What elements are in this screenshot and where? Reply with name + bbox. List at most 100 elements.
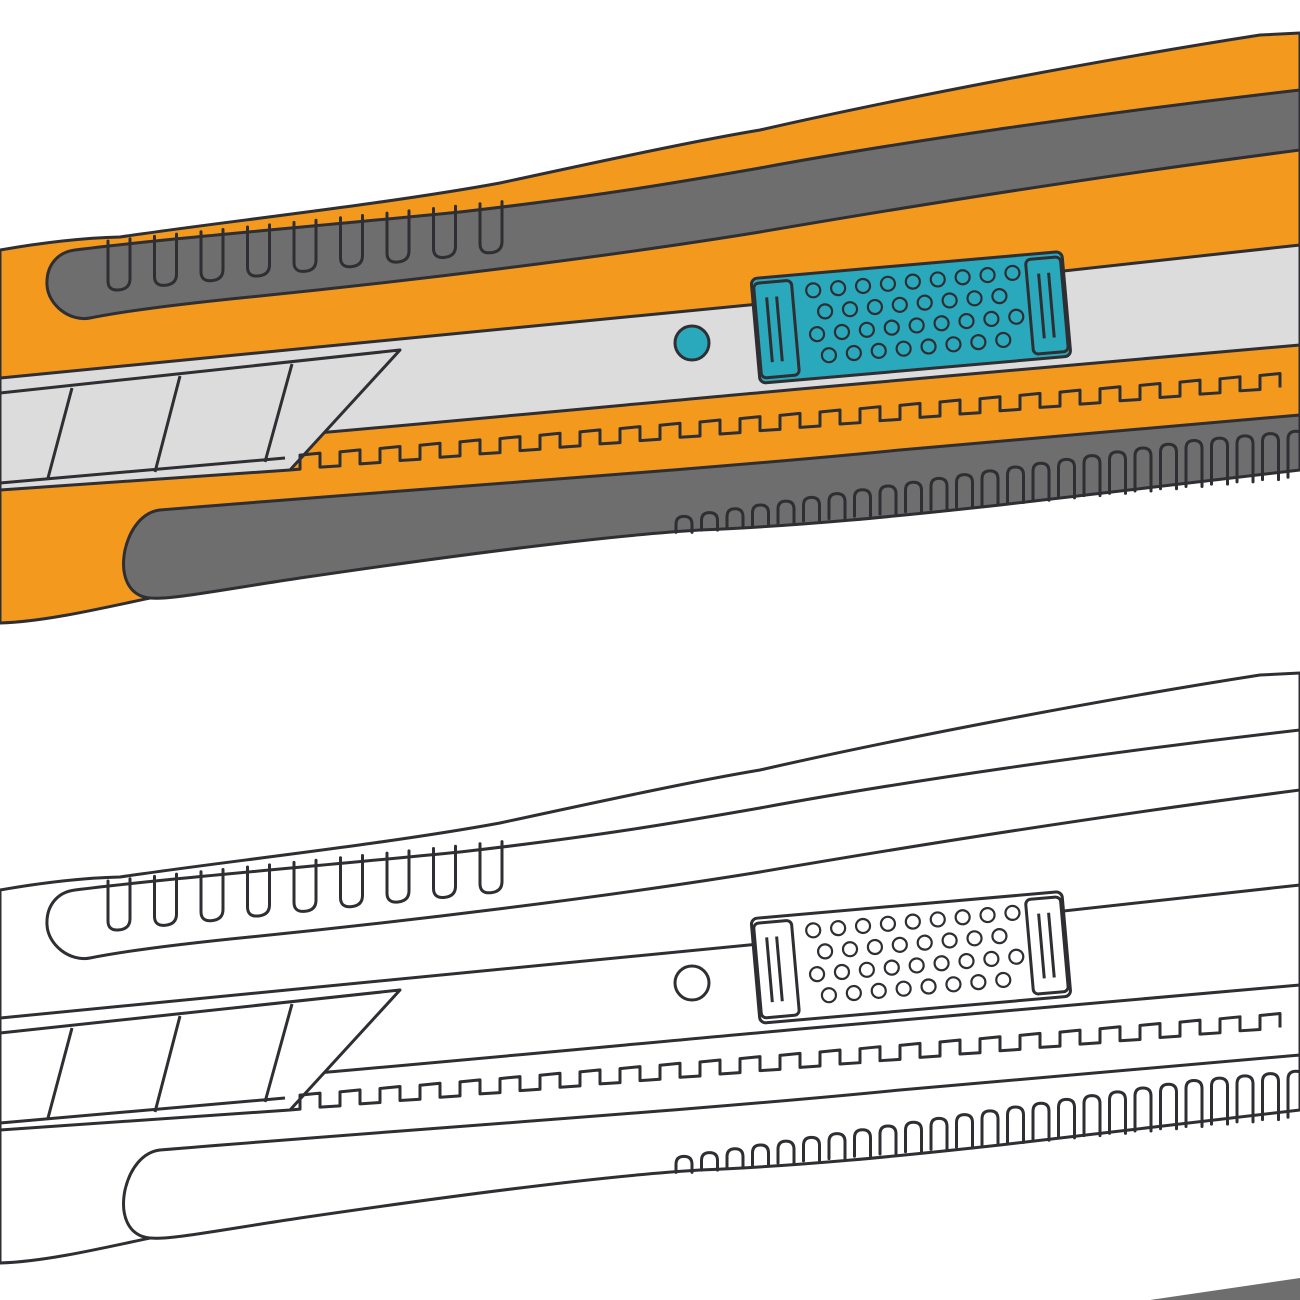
grip-ridge [339, 854, 364, 909]
slider-grip-dot [945, 336, 962, 353]
utility-knife-outline-illustration [0, 671, 1300, 1265]
bottom-grip [122, 1053, 1300, 1240]
slider-cap-groove [775, 936, 784, 1002]
slider-grip-dot [908, 957, 925, 974]
slider-cap-groove [765, 937, 774, 1003]
grip-ridge [1057, 457, 1076, 500]
grip-ridge [1108, 450, 1127, 495]
slider-grip-dot [805, 282, 822, 299]
grip-ridge [853, 1128, 872, 1158]
grip-ridge [955, 473, 974, 509]
slider-grip-dot [854, 277, 872, 295]
slider-end-cap [1024, 895, 1070, 996]
slider-end-cap [752, 279, 801, 380]
bottom-grip [122, 413, 1300, 600]
slider-grip-dot [916, 934, 933, 951]
slider-end-cap [1024, 255, 1070, 356]
grip-ridge [385, 209, 411, 264]
slider-grip-dot [908, 317, 925, 334]
slider-grip-dot [966, 930, 983, 947]
grip-ridge [776, 1139, 796, 1165]
grip-ridge [106, 237, 132, 292]
grip-ridge [700, 1151, 719, 1172]
grip-ridge [802, 1135, 821, 1163]
slider-end-cap [752, 919, 801, 1020]
slider-grip-dot [933, 955, 950, 972]
slider-grip-dot [895, 980, 912, 997]
grip-ridge [1235, 434, 1255, 484]
slider-grip-dot [858, 961, 875, 978]
slider-grip-dot [958, 952, 975, 970]
grip-ridge [478, 200, 504, 255]
grip-ridge [1210, 436, 1229, 486]
grip-ridge [1006, 465, 1025, 505]
slider-grip-dot [805, 922, 822, 939]
grip-ridge [1031, 1101, 1051, 1142]
blade-edge [0, 456, 286, 485]
slider-grip-dot [970, 974, 987, 991]
slider-grip-dot [983, 310, 1000, 328]
lock-button [673, 964, 711, 1002]
slider-grip-dot [920, 978, 937, 995]
blade-snap-line [153, 1015, 182, 1113]
slider-grip-dot [883, 959, 900, 976]
grip-ridge [751, 503, 770, 527]
slider-cap-groove [1047, 272, 1056, 338]
slider-grip-dot [816, 303, 834, 320]
slider-grip-dot [970, 334, 987, 351]
grip-ridge [1082, 1094, 1102, 1138]
slider-grip-dot [1008, 948, 1025, 965]
slider-grip-dot [841, 941, 859, 958]
slider-grip-dot [845, 344, 862, 362]
slider-grip-dot [870, 982, 887, 999]
grip-ridge [1159, 442, 1178, 491]
grip-ridge [478, 840, 504, 895]
slider-grip-dot [830, 920, 847, 937]
grip-ridge [776, 499, 796, 525]
slider-cap-groove [1037, 273, 1046, 339]
blade-snap-line [263, 1003, 294, 1103]
slider-grip-dot [833, 323, 851, 341]
grip-ridge [153, 232, 178, 287]
rail-teeth [289, 371, 1282, 472]
grip-ridge [929, 476, 949, 511]
grip-ridge [725, 1147, 745, 1170]
grip-ridge [1184, 438, 1204, 488]
grip-ridge [1235, 1074, 1255, 1124]
slider-grip-dot [933, 315, 950, 332]
grip-ridge [878, 484, 898, 516]
grip-ridge [1031, 461, 1051, 502]
grip-ridge [292, 858, 318, 913]
grip-ridge [955, 1113, 974, 1149]
grip-ridge [674, 514, 694, 534]
slider-grip-dot [866, 298, 884, 316]
slider-grip-dot [945, 976, 962, 993]
blade-snap-line [46, 1027, 74, 1119]
grip-ridge [153, 872, 178, 927]
slider-grip-dot [1008, 308, 1025, 325]
grip-ridge [246, 223, 271, 278]
blade-snap-line [263, 363, 294, 463]
slider-grip-dot [833, 963, 851, 981]
slider-grip-dot [820, 347, 838, 364]
slider-grip-dot [891, 936, 908, 953]
slider-grip-dot [820, 987, 838, 1004]
grip-ridge [751, 1143, 770, 1167]
blade-edge [0, 1096, 286, 1125]
slider-grip-dot [841, 301, 859, 318]
slider-grip-dot [954, 269, 971, 286]
slider-grip-dot [983, 950, 1000, 968]
slider-grip-dot [870, 342, 887, 359]
slider-grip-dot [995, 971, 1012, 989]
slider-grip-dot [929, 271, 946, 288]
grip-ridge [878, 1124, 898, 1156]
slider-grip-dot [866, 938, 884, 956]
slider-grip-dot [816, 943, 834, 960]
blade-slider [749, 890, 1072, 1025]
slider-grip-dot [883, 319, 900, 336]
grip-ridge [1108, 1090, 1127, 1135]
slider-grip-dot [966, 290, 983, 307]
grip-ridge [904, 1120, 923, 1154]
